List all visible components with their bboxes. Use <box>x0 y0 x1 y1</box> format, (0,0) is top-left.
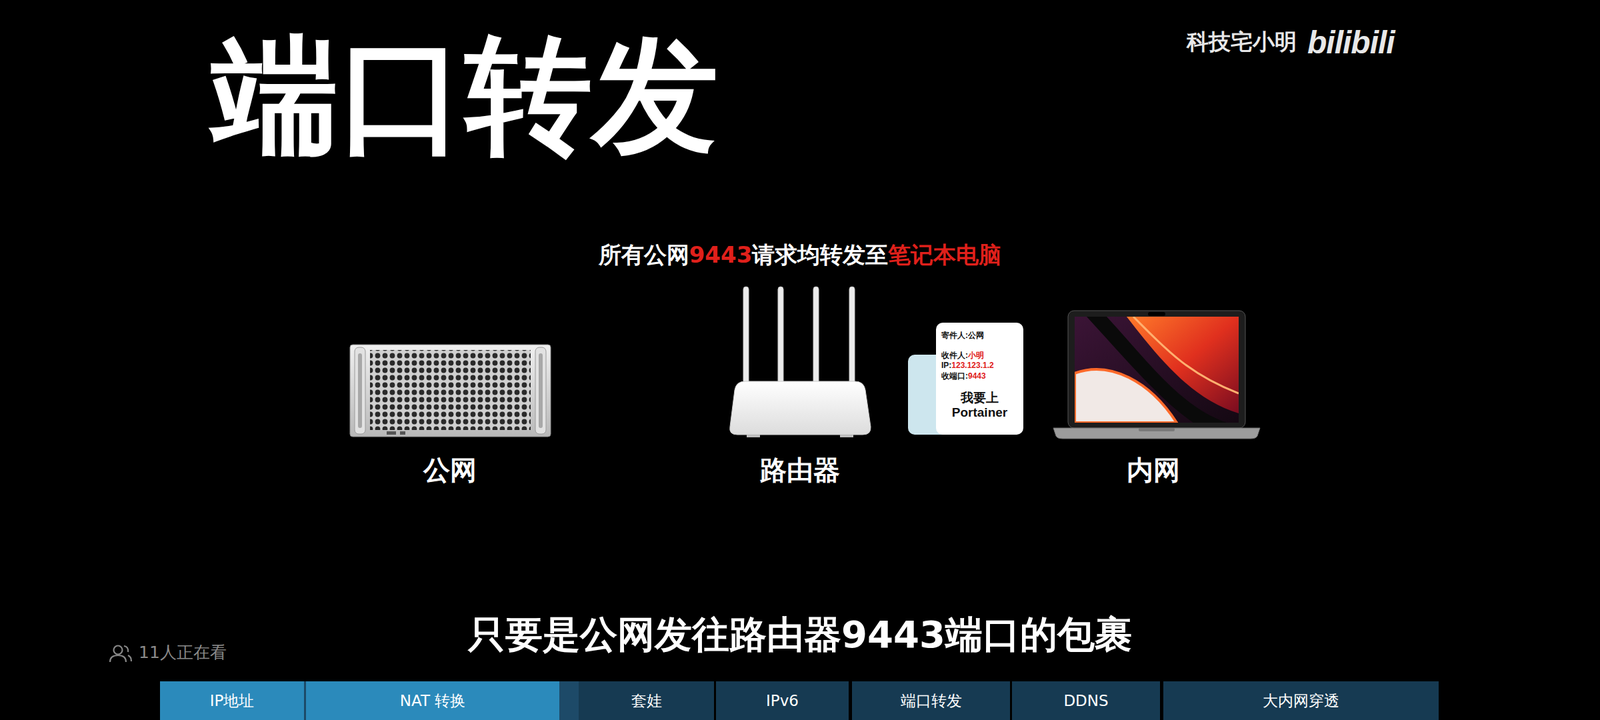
text-line: IPv6 <box>766 692 799 710</box>
parcel-card: 寄件人:公网收件人:小明IP:123.123.1.2收端口:9443我要上 Po… <box>936 322 1024 435</box>
parcel-text: 小明 <box>968 350 984 360</box>
server-handle-slot <box>358 353 362 428</box>
router-illustration <box>730 286 871 438</box>
chapter-tab: IPv6 <box>716 681 849 720</box>
server-handle <box>354 347 366 434</box>
chapter-tab: DDNS <box>1012 681 1160 720</box>
viewer-line: 11人正在看 <box>138 642 227 663</box>
tab-label: IPv6 <box>766 692 799 710</box>
text-line: 收端口:9443 <box>941 371 1018 382</box>
device-caption: 公网 <box>423 454 477 486</box>
tab-label: 套娃 <box>631 692 662 710</box>
subtitle-text: 请求均转发至 <box>752 241 888 268</box>
router-antenna <box>849 286 855 386</box>
laptop-lid <box>1068 310 1246 428</box>
chapter-tab: 大内网穿透 <box>1163 681 1439 720</box>
parcel-text: 收端口: <box>941 371 968 381</box>
laptop-illustration <box>1053 310 1260 439</box>
text-line: 公网 <box>423 454 477 486</box>
chapter-tab: 套娃 <box>578 681 714 720</box>
subtitle-line: 所有公网9443请求均转发至笔记本电脑 <box>0 241 1600 269</box>
parcel-text: 寄件人:公网 <box>941 330 984 340</box>
text-line: 寄件人:公网 <box>941 330 1018 342</box>
text-line: IP地址 <box>210 690 255 712</box>
parcel-text: 收件人: <box>941 350 968 360</box>
parcel-text: IP: <box>941 360 952 370</box>
subtitle-caption: 只要是公网发往路由器9443端口的包裹 <box>0 612 1600 657</box>
text-line: 收件人:小明 <box>941 350 1018 362</box>
text-line: 内网 <box>1126 454 1180 486</box>
subtitle-highlight: 9443 <box>689 241 753 268</box>
chapter-tab: IP地址 <box>160 681 304 720</box>
text-line: DDNS <box>1063 692 1108 710</box>
text-line: 大内网穿透 <box>1262 690 1340 712</box>
viewer-icon <box>110 646 132 663</box>
viewer-icon-second <box>124 646 132 662</box>
router-foot <box>840 434 854 438</box>
wallpaper <box>1074 316 1239 423</box>
router-body <box>730 381 871 435</box>
laptop-notch <box>1138 428 1175 432</box>
tab-divider <box>559 681 579 720</box>
laptop-base <box>1053 428 1260 439</box>
laptop-screen <box>1074 316 1239 423</box>
server-case <box>350 344 551 437</box>
router-antenna <box>778 286 784 386</box>
parcel-text: 我要上 Portainer <box>952 390 1008 420</box>
text-line: 路由器 <box>760 454 840 486</box>
tab-label: DDNS <box>1063 692 1108 710</box>
server-handle-slot <box>538 353 543 428</box>
slide-title: 端口转发 <box>212 29 719 163</box>
device-caption: 路由器 <box>760 454 840 486</box>
server-port <box>386 431 396 435</box>
wallpaper-line <box>1133 316 1239 394</box>
parcel-text: 123.123.1.2 <box>951 360 994 370</box>
router-antenna <box>813 286 819 386</box>
chapter-tab: NAT 转换 <box>306 681 560 720</box>
chapter-tab: 端口转发 <box>852 681 1010 720</box>
tab-label: IP地址 <box>210 692 255 710</box>
text-line: 端口转发 <box>900 690 962 712</box>
viewer-icon-head <box>114 646 123 655</box>
server-illustration <box>350 344 551 437</box>
text-line: 我要上 Portainer <box>941 390 1018 420</box>
logo-text: bilibili <box>1307 24 1395 61</box>
router-foot <box>746 434 760 438</box>
viewer-icon-body <box>110 655 126 662</box>
text-line: IP:123.123.1.2 <box>941 360 1018 372</box>
laptop-notch <box>1148 312 1166 316</box>
device-node: 内网 <box>1040 303 1267 486</box>
tab-label: NAT 转换 <box>400 692 466 710</box>
text-line: 套娃 <box>631 690 662 712</box>
server-handle <box>535 347 546 434</box>
server-port <box>400 431 406 435</box>
device-caption: 内网 <box>1126 454 1180 486</box>
wallpaper-wave <box>1074 369 1177 423</box>
viewer-count: 11人正在看 <box>138 642 227 662</box>
parcel-text: 9443 <box>968 371 986 381</box>
subtitle-highlight: 笔记本电脑 <box>888 241 1002 268</box>
device-node: 公网 <box>336 330 564 486</box>
watermark-text: 科技宅小明 <box>1186 27 1297 58</box>
server-grille <box>370 350 531 430</box>
watermark: 科技宅小明 bilibili <box>1186 24 1395 61</box>
device-node: 路由器 <box>706 276 894 486</box>
tab-label: 大内网穿透 <box>1262 692 1340 710</box>
text-line: NAT 转换 <box>400 690 466 712</box>
tab-label: 端口转发 <box>900 692 962 710</box>
router-antenna <box>743 286 749 386</box>
subtitle-text: 所有公网 <box>598 241 690 268</box>
